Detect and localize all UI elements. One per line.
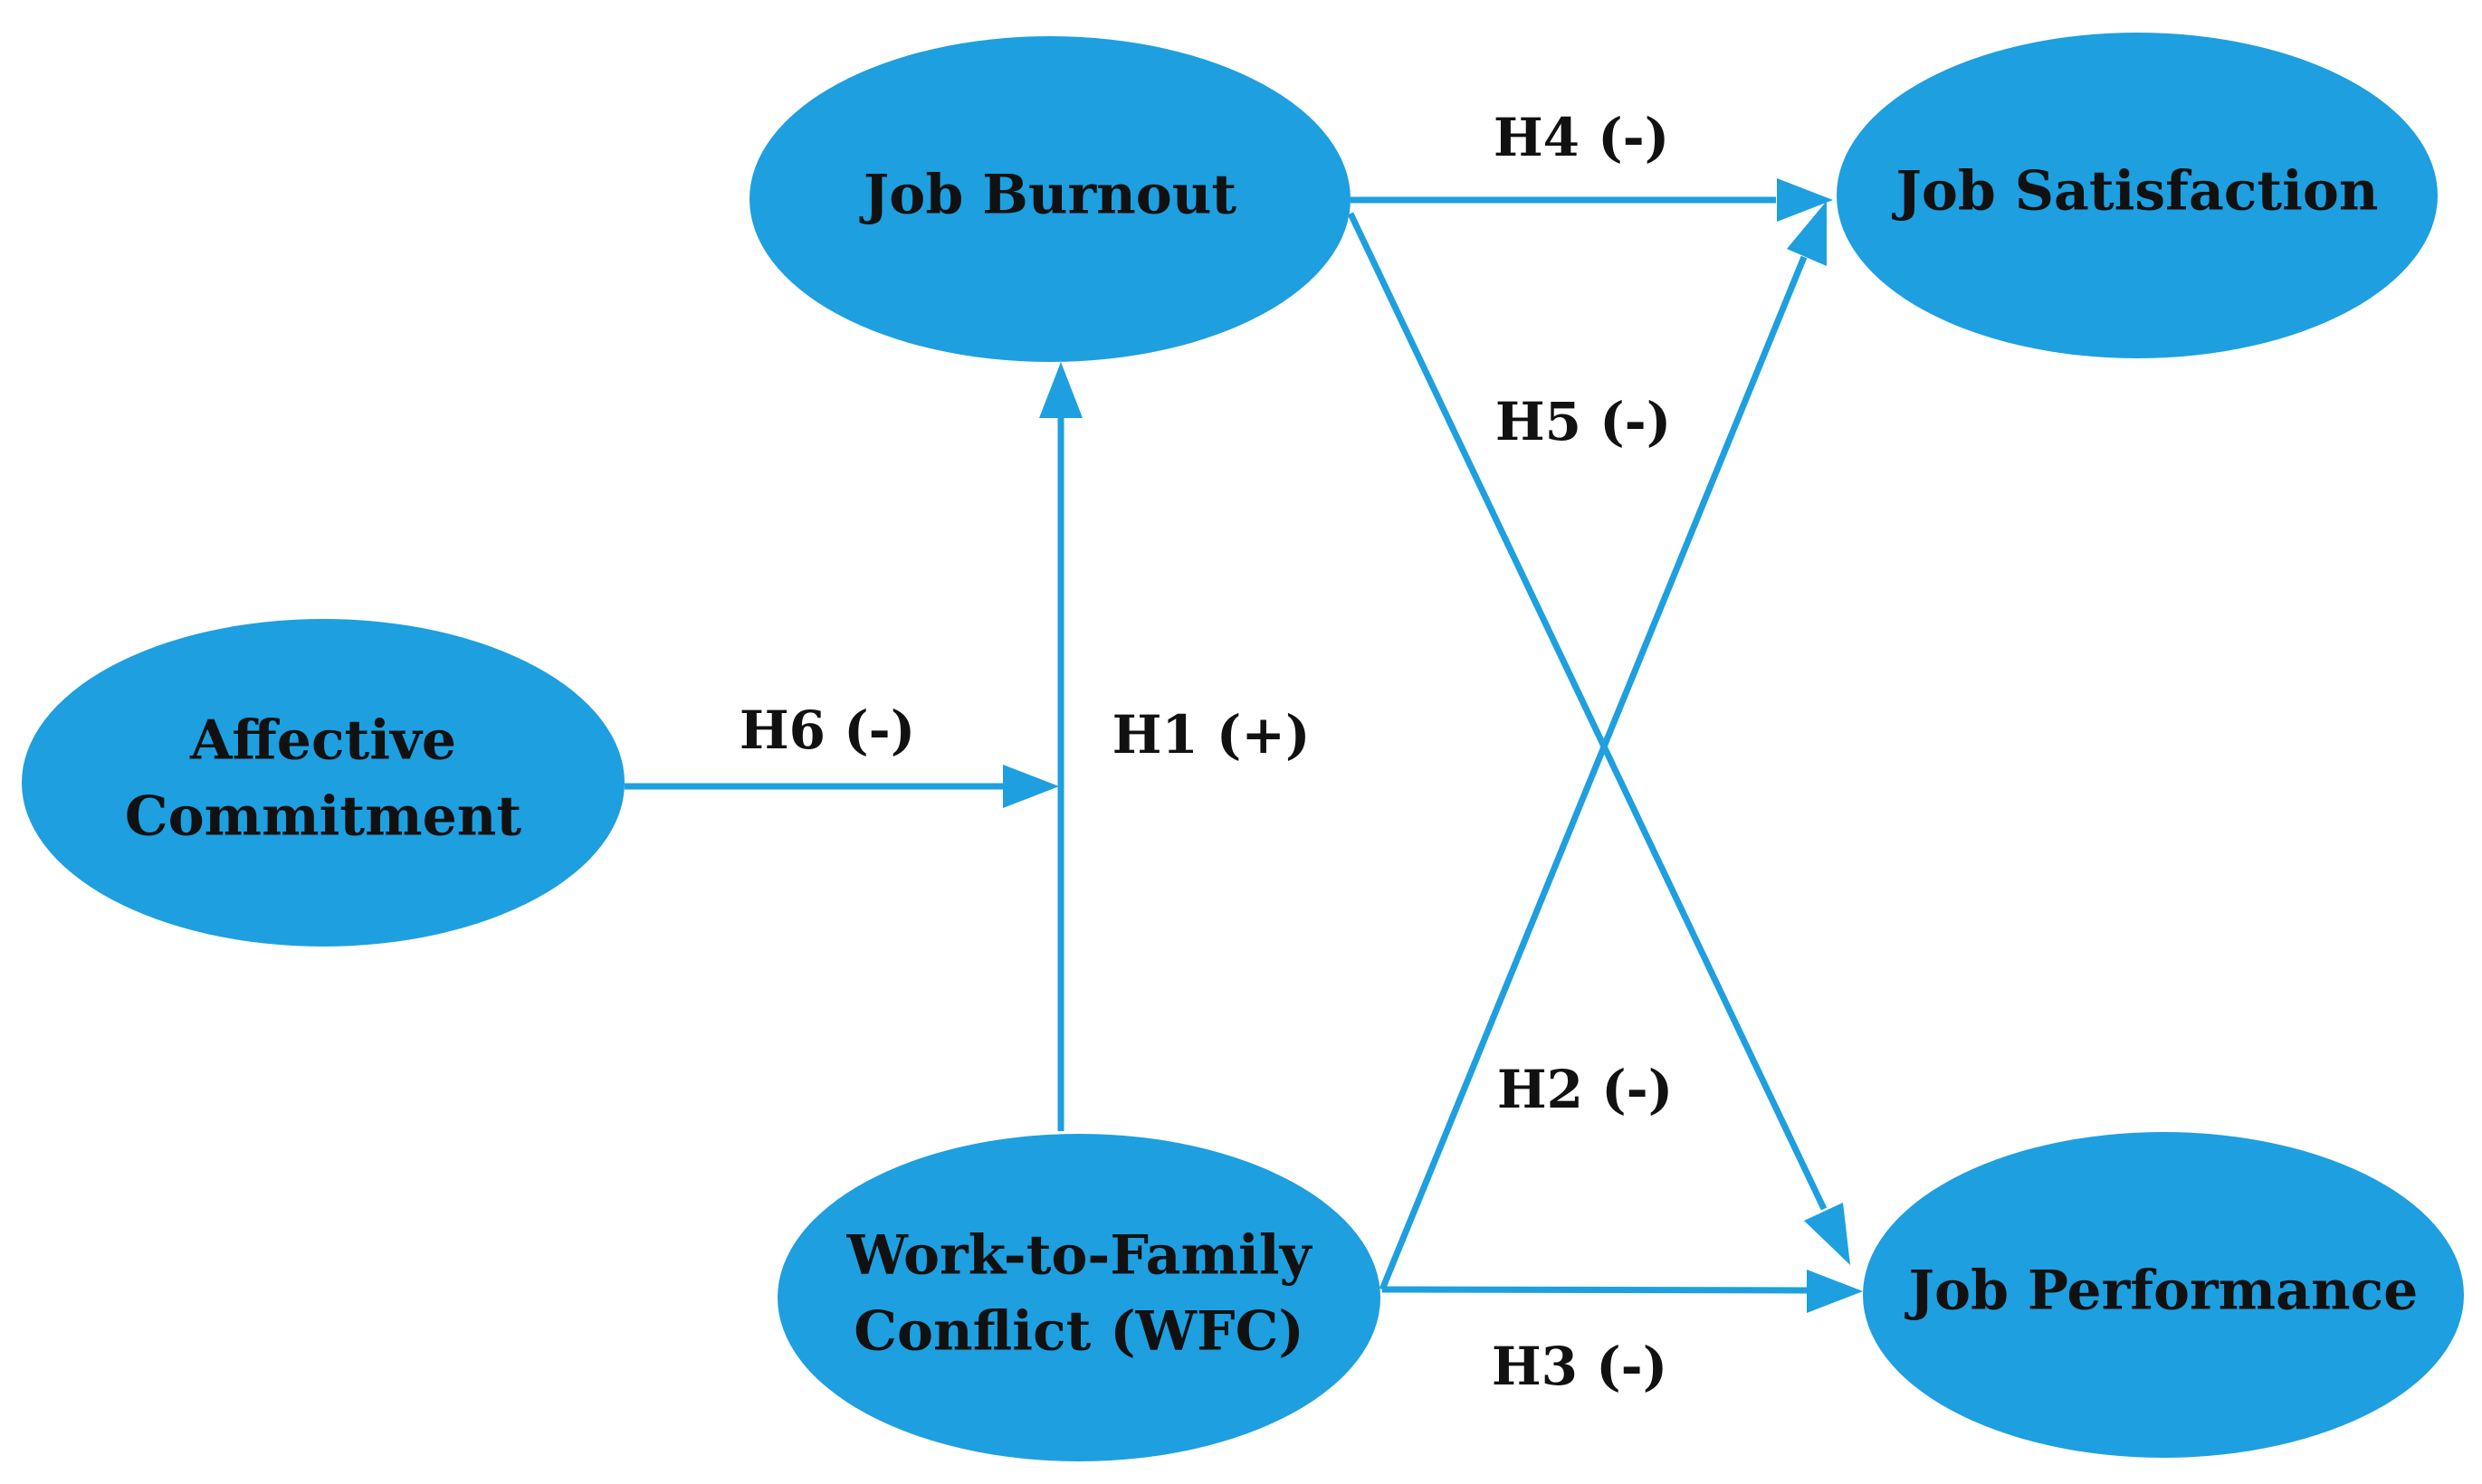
edge-h4-label: H4 (-) [1494,107,1669,168]
node-wfc: Work-to-Family Conflict (WFC) [778,1134,1380,1461]
edge-h1 [1039,362,1083,1131]
node-job-performance-label: Job Performance [1904,1260,2419,1323]
node-wfc-label-line2: Conflict (WFC) [854,1300,1303,1364]
node-job-satisfaction-label: Job Satisfaction [1891,160,2378,224]
node-affective-commitment-label-line1: Affective [189,709,456,773]
edge-h5-line [1347,212,1828,1211]
edge-h2-arrowhead [1787,201,1827,266]
node-wfc-label-line1: Work-to-Family [846,1224,1313,1288]
node-affective-commitment-shape [22,619,625,947]
node-job-burnout-shape [749,36,1351,362]
edge-h2-line [1379,255,1808,1291]
edge-h6 [625,765,1059,808]
edge-h5 [1347,212,1850,1265]
node-job-performance: Job Performance [1863,1132,2464,1458]
node-wfc-shape [778,1134,1380,1461]
edge-h2 [1379,201,1827,1291]
node-job-satisfaction-shape [1837,33,2438,358]
edge-h4-arrowhead [1777,178,1833,222]
node-job-burnout: Job Burnout [749,36,1351,362]
edge-h6-arrowhead [1003,765,1059,808]
node-job-performance-shape [1863,1132,2464,1458]
edge-h3-line [1381,1286,1808,1294]
edge-h6-label: H6 (-) [740,699,915,761]
edge-h4 [1351,178,1833,222]
edge-h3-arrowhead [1807,1270,1863,1313]
edge-h3 [1381,1270,1863,1313]
edge-h5-arrowhead [1804,1203,1850,1265]
edge-h3-label: H3 (-) [1492,1336,1667,1397]
node-job-satisfaction: Job Satisfaction [1837,33,2438,358]
edge-h5-label: H5 (-) [1495,391,1671,452]
node-affective-commitment-label-line2: Commitment [125,785,522,849]
node-affective-commitment: Affective Commitment [22,619,625,947]
edge-h1-label: H1 (+) [1112,704,1311,766]
edge-h1-arrowhead [1039,362,1083,418]
node-job-burnout-label: Job Burnout [859,164,1236,227]
edge-h2-label: H2 (-) [1497,1059,1673,1120]
